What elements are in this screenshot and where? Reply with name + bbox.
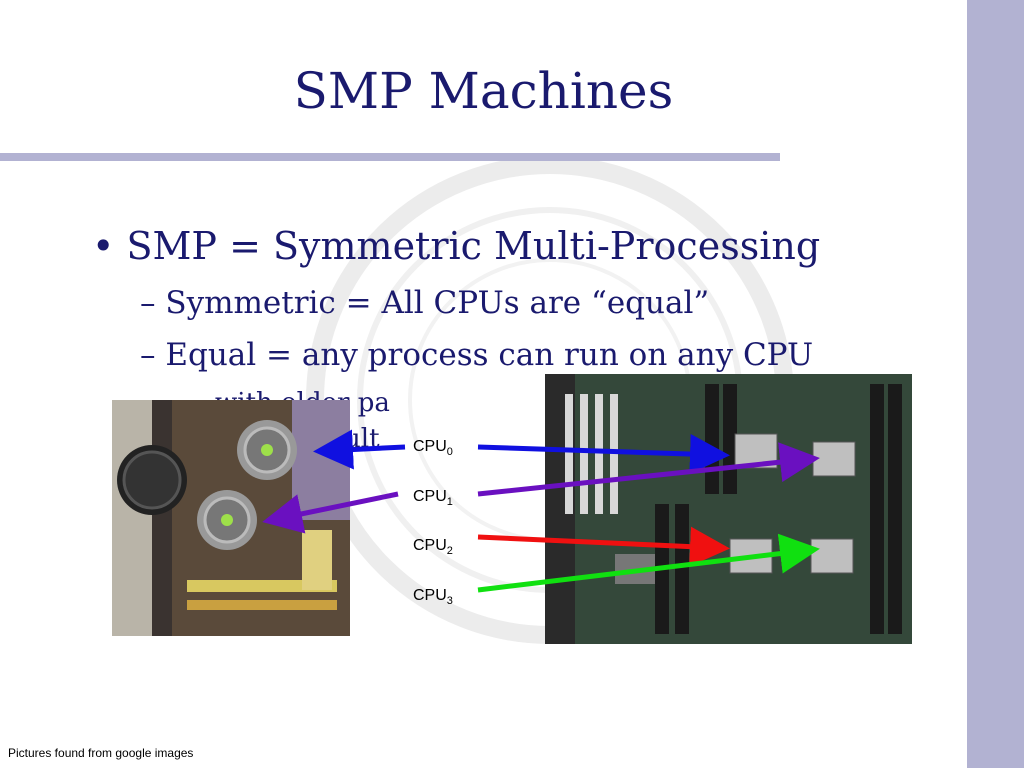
cpu3-label: CPU3 [413,587,453,608]
desktop-motherboard-photo [112,400,350,636]
slide-title: SMP Machines [293,62,674,120]
bullet-smp: • SMP = Symmetric Multi-Processing [92,224,821,268]
footer-credit: Pictures found from google images [8,746,194,760]
title-rule [0,153,780,161]
sub-bullet-equal: – Equal = any process can run on any CPU [140,337,814,373]
sub-bullet-symmetric: – Symmetric = All CPUs are “equal” [140,285,710,321]
cpu1-label: CPU1 [413,488,453,509]
server-motherboard-photo [545,374,912,644]
cpu2-label: CPU2 [413,537,453,558]
cpu0-label: CPU0 [413,438,453,459]
side-bar [967,0,1024,768]
